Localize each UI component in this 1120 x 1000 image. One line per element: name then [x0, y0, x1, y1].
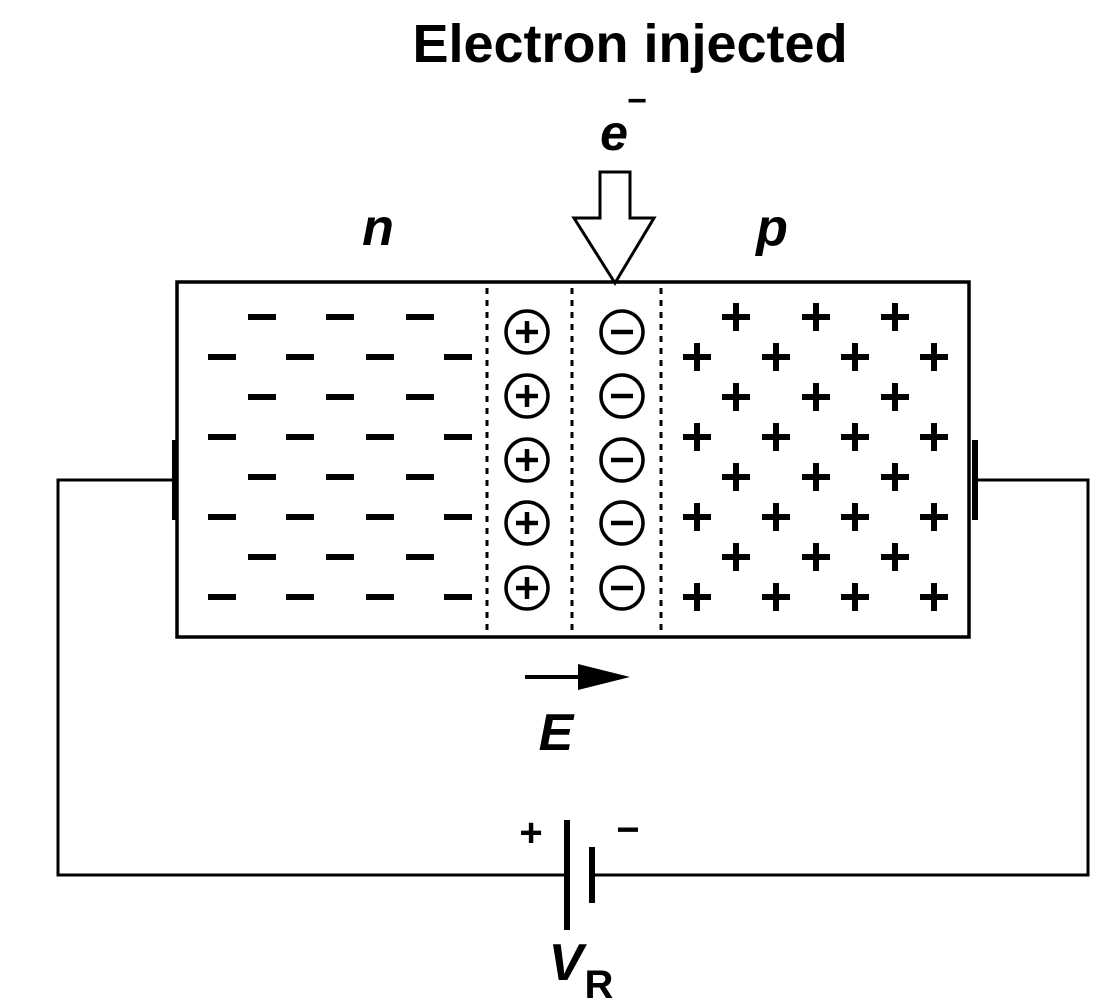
battery-plus-sign: +	[519, 811, 542, 855]
electron-symbol: e	[600, 105, 628, 161]
electron-charge-bar: −	[627, 82, 647, 120]
hole-mark	[841, 583, 869, 611]
hole-mark	[920, 423, 948, 451]
hole-mark	[762, 343, 790, 371]
hole-mark	[722, 303, 750, 331]
hole-mark	[683, 423, 711, 451]
hole-mark	[881, 383, 909, 411]
hole-mark	[920, 503, 948, 531]
hole-mark	[762, 503, 790, 531]
injected-electron-label: e −	[600, 82, 647, 161]
hole-mark	[881, 543, 909, 571]
donor-ion	[504, 309, 550, 355]
donor-ions	[504, 309, 550, 611]
left-wire	[56, 478, 565, 877]
p-side-holes	[683, 303, 948, 611]
donor-ion	[504, 500, 550, 546]
hole-mark	[683, 583, 711, 611]
hole-mark	[802, 463, 830, 491]
hole-mark	[722, 543, 750, 571]
depletion-boundaries	[485, 288, 663, 634]
injection-arrow-icon	[571, 170, 657, 286]
acceptor-ion	[599, 437, 645, 483]
hole-mark	[920, 583, 948, 611]
hole-mark	[762, 423, 790, 451]
battery-voltage-subscript: R	[585, 963, 614, 1000]
hole-mark	[802, 303, 830, 331]
n-region-label: n	[362, 199, 394, 257]
n-side-electrons	[208, 314, 472, 600]
donor-ion	[504, 565, 550, 611]
electric-field-label: E	[539, 704, 575, 762]
hole-mark	[841, 343, 869, 371]
hole-mark	[722, 463, 750, 491]
acceptor-ion	[599, 500, 645, 546]
battery-voltage-label: V	[549, 934, 588, 992]
acceptor-ions	[599, 309, 645, 611]
donor-ion	[504, 373, 550, 419]
hole-mark	[881, 463, 909, 491]
hole-mark	[683, 503, 711, 531]
p-region-label: p	[754, 199, 788, 257]
hole-mark	[920, 343, 948, 371]
hole-mark	[841, 503, 869, 531]
electric-field-arrow-icon	[525, 664, 630, 690]
battery-minus-sign: −	[616, 808, 639, 852]
hole-mark	[722, 383, 750, 411]
diagram-title: Electron injected	[412, 14, 847, 74]
acceptor-ion	[599, 309, 645, 355]
hole-mark	[762, 583, 790, 611]
right-wire	[592, 478, 1090, 877]
hole-mark	[683, 343, 711, 371]
hole-mark	[881, 303, 909, 331]
acceptor-ion	[599, 373, 645, 419]
acceptor-ion	[599, 565, 645, 611]
donor-ion	[504, 437, 550, 483]
hole-mark	[802, 383, 830, 411]
hole-mark	[802, 543, 830, 571]
hole-mark	[841, 423, 869, 451]
battery-symbol	[564, 820, 595, 930]
